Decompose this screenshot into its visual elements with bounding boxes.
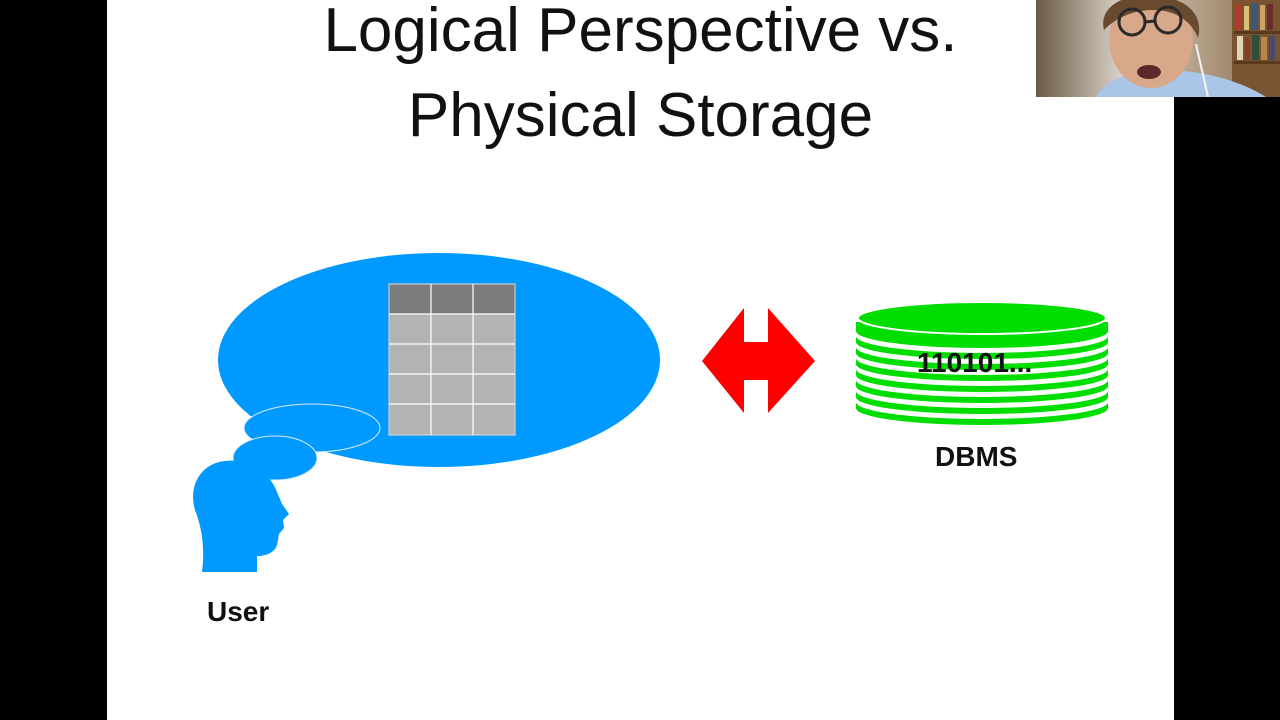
presentation-slide: Logical Perspective vs. Physical Storage <box>107 0 1174 720</box>
dbms-label: DBMS <box>935 441 1018 472</box>
double-arrow-icon <box>702 308 815 413</box>
table-header-row <box>389 284 515 314</box>
diagram <box>193 253 1108 572</box>
person-head-silhouette-icon <box>193 460 289 572</box>
database-cylinder-icon <box>856 301 1108 425</box>
slide-title-line-2: Physical Storage <box>407 81 874 150</box>
binary-data-label: 110101... <box>917 347 1033 378</box>
slide-title-line-1: Logical Perspective vs. <box>323 0 958 65</box>
user-label: User <box>207 596 270 627</box>
table-grid-icon <box>388 283 516 436</box>
presenter-webcam-video <box>1036 0 1280 97</box>
presenter-video-frame <box>1036 0 1280 97</box>
